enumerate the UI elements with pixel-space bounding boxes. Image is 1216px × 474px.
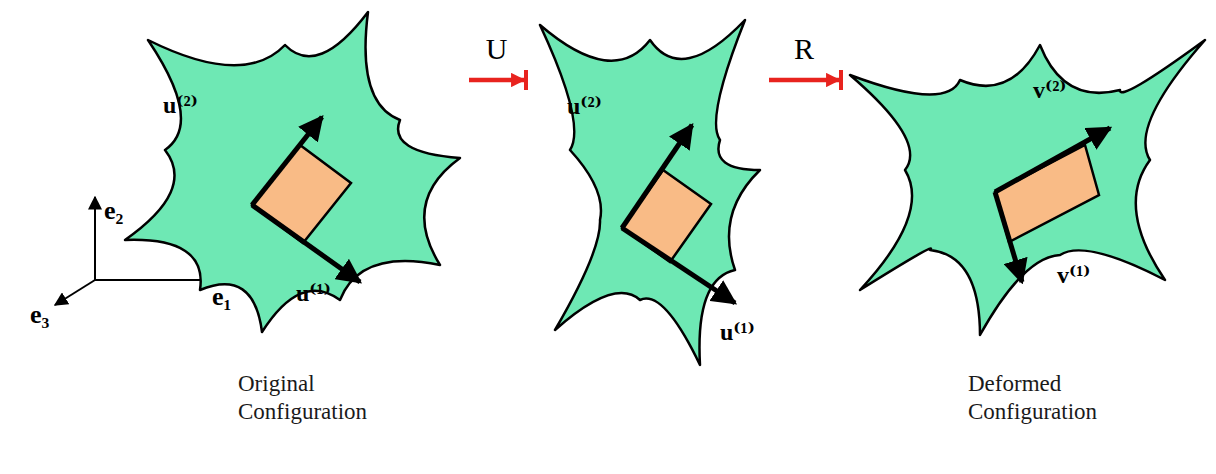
material-element xyxy=(995,145,1099,242)
basis-vector xyxy=(252,117,322,205)
vector-label: v⁽¹⁾ xyxy=(1057,260,1091,289)
mapping-arrow xyxy=(469,70,526,90)
axis-label: e₃ xyxy=(30,300,49,330)
body-configuration: v⁽²⁾ v⁽¹⁾ Deformed Configuration xyxy=(845,5,1210,435)
body-outline xyxy=(850,40,1205,335)
mapping-label: U xyxy=(486,32,508,66)
axis-label: e₁ xyxy=(212,282,231,312)
configuration-caption: Deformed Configuration xyxy=(968,370,1118,425)
body-configuration: u⁽²⁾ u⁽¹⁾ Original Configuration xyxy=(118,5,465,435)
vector-label: v⁽²⁾ xyxy=(1033,75,1067,104)
body-configuration: u⁽²⁾ u⁽¹⁾ xyxy=(530,5,765,375)
material-element xyxy=(252,145,351,243)
vector-label: u⁽²⁾ xyxy=(567,91,602,120)
material-element xyxy=(622,170,711,262)
body-shape xyxy=(118,5,465,435)
basis-vector xyxy=(995,192,1022,282)
configuration-caption: Original Configuration xyxy=(238,370,388,425)
body-outline xyxy=(125,12,460,332)
body-outline xyxy=(540,20,760,365)
vector-label: u⁽¹⁾ xyxy=(720,317,755,346)
axis-label: e₂ xyxy=(104,196,123,226)
basis-vector xyxy=(622,125,692,228)
basis-vector xyxy=(995,128,1110,192)
vector-label: u⁽¹⁾ xyxy=(296,278,331,307)
mapping-label: R xyxy=(794,32,814,66)
body-shape xyxy=(845,5,1210,435)
vector-label: u⁽²⁾ xyxy=(163,90,198,119)
basis-vector xyxy=(622,228,735,303)
basis-vector xyxy=(252,205,360,282)
mapping-arrow xyxy=(769,70,841,90)
